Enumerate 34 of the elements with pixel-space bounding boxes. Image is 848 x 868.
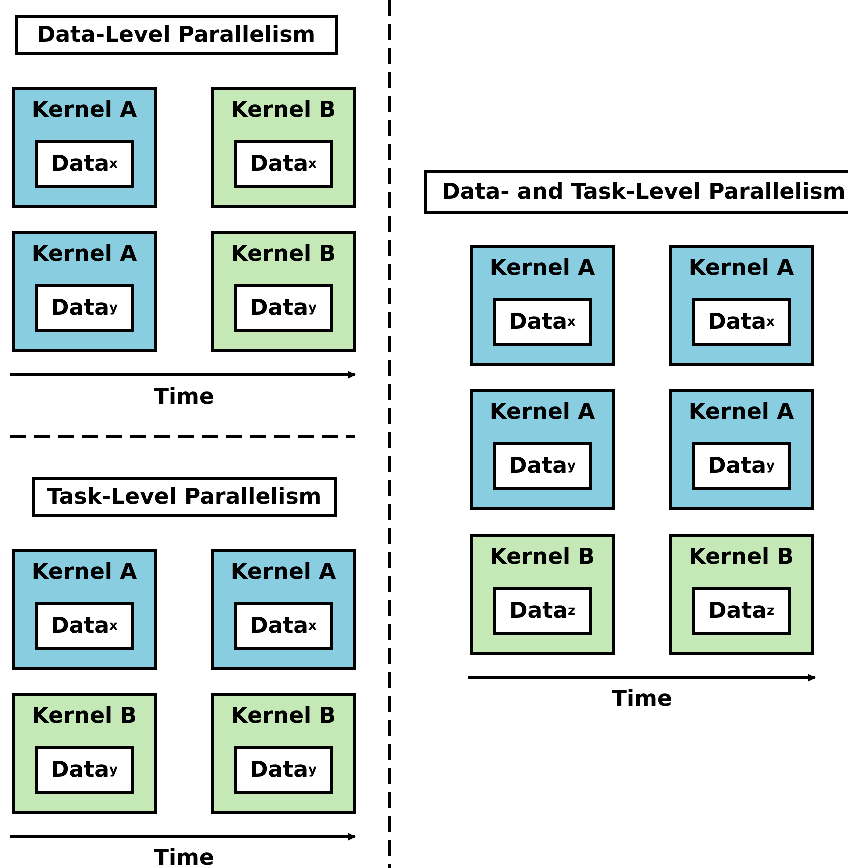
axis-label: Time <box>612 686 672 712</box>
section-title: Data- and Task-Level Parallelism <box>424 170 848 214</box>
section-title: Data-Level Parallelism <box>15 15 338 55</box>
section-title: Task-Level Parallelism <box>32 477 337 517</box>
kernel-box <box>211 549 356 670</box>
kernel-label: Kernel B <box>230 704 337 729</box>
kernel-label: Kernel A <box>30 560 138 585</box>
kernel-box <box>12 87 157 208</box>
kernel-label: Kernel A <box>688 256 796 281</box>
kernel-box <box>12 231 157 352</box>
kernel-label: Kernel A <box>688 400 796 425</box>
kernel-box <box>211 87 356 208</box>
kernel-label: Kernel B <box>31 704 138 729</box>
kernel-box <box>669 534 814 655</box>
kernel-label: Kernel B <box>230 242 337 267</box>
kernel-label: Kernel A <box>30 242 138 267</box>
kernel-label: Kernel B <box>230 98 337 123</box>
kernel-box <box>470 389 615 510</box>
kernel-box <box>470 534 615 655</box>
axis-label: Time <box>154 384 214 410</box>
kernel-box <box>12 549 157 670</box>
kernel-label: Kernel B <box>489 545 596 570</box>
kernel-box <box>669 389 814 510</box>
kernel-label: Kernel A <box>488 400 596 425</box>
kernel-label: Kernel A <box>230 560 338 585</box>
kernel-box <box>470 245 615 366</box>
kernel-label: Kernel A <box>488 256 596 281</box>
axis-label: Time <box>154 846 214 868</box>
kernel-box <box>211 693 356 814</box>
kernel-box <box>12 693 157 814</box>
kernel-label: Kernel A <box>30 98 138 123</box>
kernel-label: Kernel B <box>688 545 795 570</box>
kernel-box <box>669 245 814 366</box>
kernel-box <box>211 231 356 352</box>
